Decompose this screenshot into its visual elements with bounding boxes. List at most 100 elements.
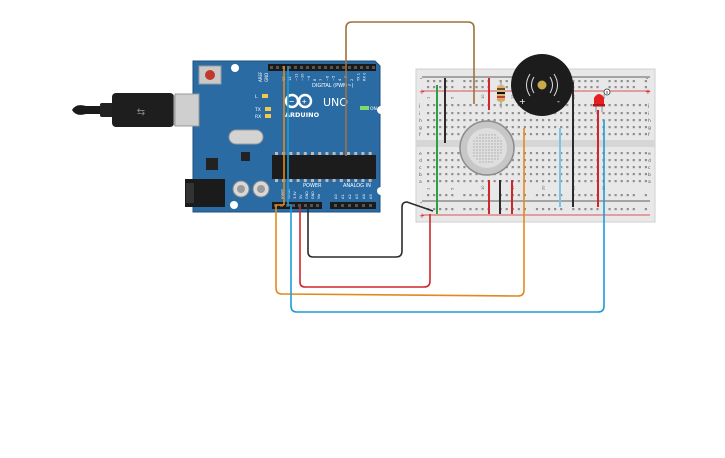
resistor[interactable] xyxy=(497,80,505,108)
breadboard-hole xyxy=(644,166,647,169)
breadboard-hole xyxy=(608,112,611,115)
rail-hole xyxy=(572,80,575,83)
breadboard-hole xyxy=(548,173,551,176)
breadboard-hole xyxy=(439,152,442,155)
rail-hole xyxy=(451,80,454,83)
gas-sensor[interactable] xyxy=(459,120,515,176)
breadboard-hole xyxy=(632,126,635,129)
power-pin-label: IOREF xyxy=(281,189,285,199)
breadboard-hole xyxy=(608,126,611,129)
breadboard-hole xyxy=(493,119,496,122)
breadboard-hole xyxy=(517,133,520,136)
breadboard-hole xyxy=(457,173,460,176)
red-wire[interactable] xyxy=(299,207,431,288)
breadboard-hole xyxy=(548,133,551,136)
breadboard-hole xyxy=(517,159,520,162)
breadboard-hole xyxy=(566,166,569,169)
breadboard-hole xyxy=(626,126,629,129)
mesh-dot xyxy=(494,143,496,145)
resistor-band-4 xyxy=(497,99,505,101)
mesh-dot xyxy=(479,137,481,139)
breadboard-hole xyxy=(632,119,635,122)
mesh-dot xyxy=(497,140,499,142)
chip-pin xyxy=(347,179,350,182)
row-label: j xyxy=(418,103,420,109)
breadboard-hole xyxy=(469,119,472,122)
buzzer-plus-label: + xyxy=(519,97,526,106)
mesh-dot xyxy=(488,137,490,139)
breadboard-hole xyxy=(614,173,617,176)
capacitor-right-top xyxy=(257,185,265,193)
breadboard-hole xyxy=(584,112,587,115)
breadboard-hole xyxy=(578,173,581,176)
breadboard-hole xyxy=(626,104,629,107)
brown-wire[interactable] xyxy=(345,21,475,156)
chip-pin xyxy=(354,152,358,155)
row-label: f xyxy=(648,132,650,138)
blue-wire[interactable] xyxy=(287,66,605,313)
breadboard-hole xyxy=(541,152,545,155)
infinity-logo-right-icon xyxy=(297,93,313,109)
row-label: j xyxy=(647,103,649,109)
header-hole xyxy=(294,66,297,69)
header-hole xyxy=(334,204,337,207)
mesh-dot xyxy=(488,143,490,145)
digital-pin-label: ~10 xyxy=(301,73,305,81)
breadboard-hole xyxy=(493,104,496,107)
rail-hole xyxy=(644,194,647,197)
header-hole xyxy=(366,66,369,69)
breadboard-hole xyxy=(638,126,641,129)
mesh-dot xyxy=(491,143,493,145)
rail-hole xyxy=(584,86,587,89)
rail-hole xyxy=(445,208,448,211)
breadboard-hole xyxy=(584,152,587,155)
red-led[interactable] xyxy=(593,88,611,112)
mesh-dot xyxy=(500,152,502,154)
mesh-dot xyxy=(491,140,493,142)
mount-hole-icon xyxy=(230,201,238,209)
breadboard-hole xyxy=(457,126,460,129)
rail-hole xyxy=(427,80,430,83)
digital-label: DIGITAL (PWM~) xyxy=(312,83,354,89)
breadboard-hole xyxy=(560,166,563,169)
breadboard-hole xyxy=(517,152,520,155)
mesh-dot xyxy=(485,158,487,160)
breadboard-hole xyxy=(505,112,508,115)
black-wire[interactable] xyxy=(307,201,434,258)
breadboard-hole xyxy=(541,166,545,169)
rail-hole xyxy=(505,194,508,197)
breadboard-hole xyxy=(614,126,617,129)
breadboard-hole xyxy=(457,112,460,115)
breadboard-hole xyxy=(638,133,641,136)
mesh-dot xyxy=(473,140,475,142)
mesh-dot xyxy=(497,143,499,145)
row-label: h xyxy=(419,118,422,124)
chip-pin xyxy=(325,152,329,155)
breadboard-hole xyxy=(626,133,629,136)
breadboard-hole xyxy=(463,173,466,176)
breadboard-hole xyxy=(626,119,629,122)
digital-pin-label: TX 1 xyxy=(356,73,360,82)
rail-hole xyxy=(535,194,539,197)
orange-wire[interactable] xyxy=(275,128,525,297)
breadboard-hole xyxy=(590,104,593,107)
digital-pin-label: ~11 xyxy=(294,73,298,81)
rail-hole xyxy=(523,208,526,211)
rail-hole xyxy=(554,194,557,197)
chip-pin xyxy=(275,152,278,155)
mesh-dot xyxy=(491,146,493,148)
breadboard-hole xyxy=(445,133,448,136)
reset-button[interactable] xyxy=(205,70,215,80)
breadboard-hole xyxy=(541,119,545,122)
rail-hole xyxy=(505,86,508,89)
chip-pin xyxy=(339,152,343,155)
rail-hole xyxy=(445,86,448,89)
analog-pin-label: A2 xyxy=(348,194,352,199)
piezo-buzzer[interactable]: + - xyxy=(511,54,573,116)
breadboard-hole xyxy=(511,166,514,169)
mesh-dot xyxy=(494,137,496,139)
breadboard-hole xyxy=(481,112,484,115)
chip-pin xyxy=(361,179,365,182)
mesh-dot xyxy=(497,155,499,157)
